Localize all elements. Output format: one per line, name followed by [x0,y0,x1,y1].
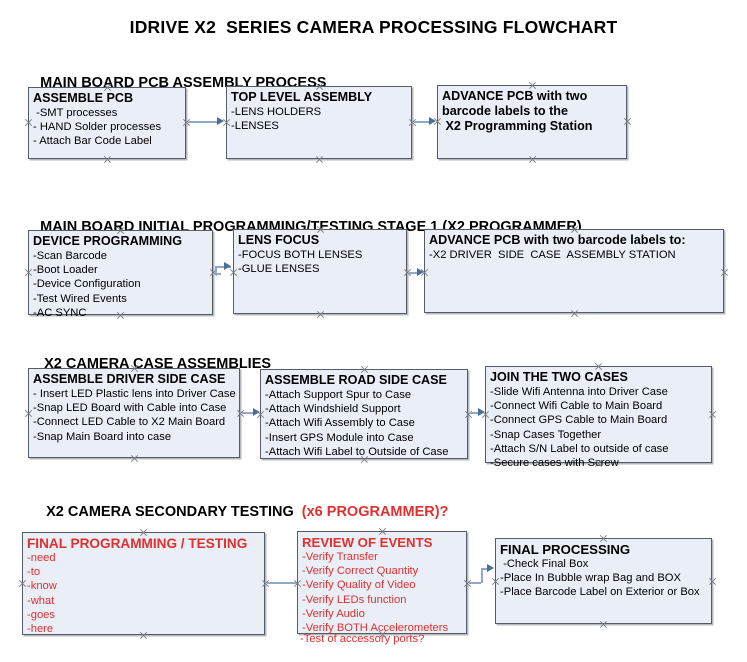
connector-arrow-elbow [481,568,483,583]
node-line: -Place Barcode Label on Exterior or Box [500,586,700,599]
node-line: -AC SYNC [33,306,87,319]
node-title: LENS FOCUS [238,233,320,247]
connector-arrow-line [469,582,481,584]
connector-arrow-head [417,268,424,276]
node-advance-pcb-driver-side-case[interactable]: ADVANCE PCB with two barcode labels to: … [424,229,724,313]
connector-arrow-line [470,412,480,414]
node-assemble-driver-side-case[interactable]: ASSEMBLE DRIVER SIDE CASE - Insert LED P… [28,368,240,458]
section-heading-text: X2 CAMERA SECONDARY TESTING [46,504,298,520]
connector-arrow-line [188,121,218,123]
node-title: ASSEMBLE DRIVER SIDE CASE [33,372,226,386]
node-line: - Attach Bar Code Label [33,135,152,148]
node-line: -to [27,566,41,579]
node-title: ADVANCE PCB with two barcode labels to: [429,233,686,247]
node-review-of-events[interactable]: REVIEW OF EVENTS -Verify Transfer -Verif… [297,531,467,634]
node-line: -Snap Cases Together [490,428,602,441]
connector-arrow-line [481,568,489,570]
node-line: -Scan Barcode [33,250,108,262]
node-line: -Boot Loader [33,264,98,277]
node-assemble-pcb[interactable]: ASSEMBLE PCB -SMT processes - HAND Solde… [28,87,186,159]
node-title: FINAL PROCESSING [500,542,631,557]
node-line: -Connect GPS Cable to Main Board [490,414,668,427]
node-line: -Attach Wifi Assembly to Case [265,417,415,430]
node-title: ASSEMBLE ROAD SIDE CASE [265,373,447,387]
node-assemble-road-side-case[interactable]: ASSEMBLE ROAD SIDE CASE -Attach Support … [260,369,468,459]
connector-arrow-line [409,272,419,274]
node-title: FINAL PROGRAMMING / TESTING [27,536,248,551]
node-line: -Slide Wifi Antenna into Driver Case [490,386,668,398]
node-line: -X2 DRIVER SIDE CASE ASSEMBLY STATION [429,249,676,261]
node-title: JOIN THE TWO CASES [490,370,628,384]
node-advance-pcb-programming-station[interactable]: ADVANCE PCB with two barcode labels to t… [437,85,627,159]
node-join-the-two-cases[interactable]: JOIN THE TWO CASES -Slide Wifi Antenna i… [485,366,712,469]
node-line: -Connect Wifi Cable to Main Board [490,400,663,413]
connector-arrow-head [478,408,485,416]
node-line: -Insert GPS Module into Case [265,431,414,444]
node-line: -FOCUS BOTH LENSES [238,249,363,261]
node-line: -Verify LEDs function [302,593,407,606]
node-line: -Verify Correct Quantity [302,565,419,578]
node-line: X2 Programming Station [442,119,593,133]
node-title: ASSEMBLE PCB [33,91,134,105]
node-title: DEVICE PROGRAMMING [33,234,183,248]
node-line: -Place In Bubble wrap Bag and BOX [500,572,681,585]
node-line: -Test Wired Events [33,292,127,305]
node-title: REVIEW OF EVENTS [302,535,433,550]
connector-arrow-head [253,408,260,416]
node-line: -Check Final Box [500,558,589,570]
section-heading-accent: (x6 PROGRAMMER)? [297,504,449,520]
node-line: -Snap LED Board with Cable into Case [33,402,227,415]
node-lens-focus[interactable]: LENS FOCUS -FOCUS BOTH LENSES -GLUE LENS… [233,229,407,314]
node-title: ADVANCE PCB with two [442,89,588,103]
node-line: - HAND Solder processes [33,121,162,134]
node-line: -Attach Wifi Label to Outside of Case [265,445,449,458]
node-line: -Device Configuration [33,278,141,291]
node-line: -Snap Main Board into case [33,430,172,443]
node-line: -Secure cases with Screw [490,457,619,470]
node-line: -Verify BOTH Accelerometers [302,622,449,635]
node-line: -SMT processes [33,107,118,119]
node-device-programming[interactable]: DEVICE PROGRAMMING -Scan Barcode -Boot L… [28,230,213,319]
node-top-level-assembly[interactable]: TOP LEVEL ASSEMBLY -LENS HOLDERS -LENSES [226,86,412,159]
node-line: -need [27,552,56,564]
node-line: -LENSES [231,120,279,133]
connector-arrow-elbow [215,266,217,275]
node-line: -LENS HOLDERS [231,106,322,118]
connector-arrow-line [215,266,231,268]
connector-arrow-line [267,582,297,584]
connector-arrow-head [429,117,436,125]
node-line: -Verify Quality of Video [302,579,416,592]
connector-arrow-line [242,412,255,414]
page-title: IDRIVE X2 SERIES CAMERA PROCESSING FLOWC… [129,17,618,37]
node-line: -here [27,623,54,636]
node-line: -Connect LED Cable to X2 Main Board [33,416,226,429]
node-title: TOP LEVEL ASSEMBLY [231,90,373,104]
section-heading-x2-camera-secondary-testing: X2 CAMERA SECONDARY TESTING (x6 PROGRAMM… [30,488,448,536]
node-line: -goes [27,608,55,621]
node-line: -know [27,580,57,593]
connector-arrow-line [215,273,221,275]
node-line: -Attach Windshield Support [265,403,401,416]
node-final-processing[interactable]: FINAL PROCESSING -Check Final Box -Place… [495,538,712,624]
connector-arrow-line [414,121,430,123]
node-line: -GLUE LENSES [238,263,320,276]
node-line: - Insert LED Plastic lens into Driver Ca… [33,388,236,400]
connector-arrow-head [217,117,224,125]
node-line: barcode labels to the [442,104,568,118]
connector-arrow-head [224,262,231,270]
node-line: -Attach Support Spur to Case [265,389,412,401]
node-line: -Verify Audio [302,607,365,620]
node-final-programming-testing[interactable]: FINAL PROGRAMMING / TESTING -need -to -k… [22,532,265,635]
connector-arrow-head [487,564,494,572]
node-line: -Attach S/N Label to outside of case [490,442,669,455]
node-line: -Verify Transfer [302,551,378,563]
node-line: -what [27,594,55,607]
node-overflow-line: -Test of accessory ports? [300,633,425,645]
